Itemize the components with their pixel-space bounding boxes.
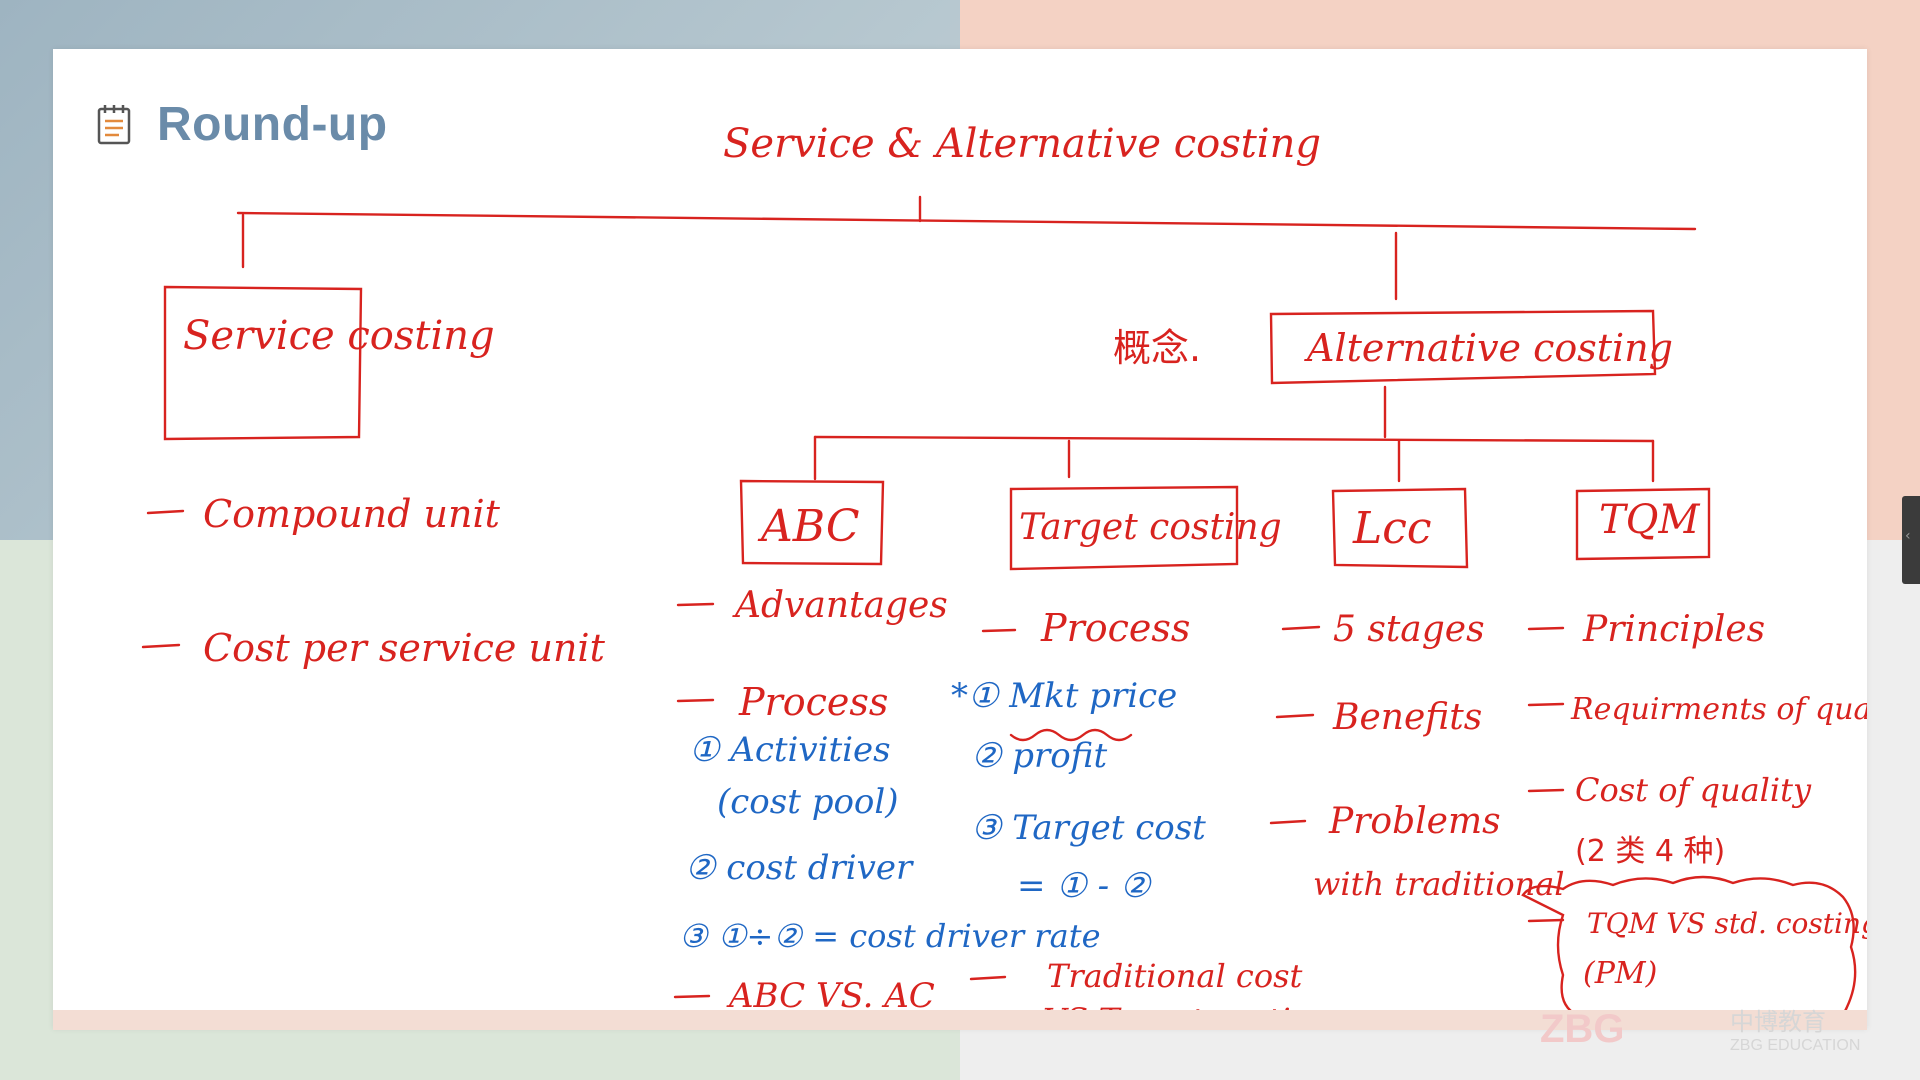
target-box-label: Target costing [1019, 507, 1282, 548]
slide-canvas: Round-up [53, 49, 1867, 1029]
lcc-box-label: Lcc [1352, 503, 1432, 554]
tqm-vs-std-costing: TQM VS std. costing [1587, 907, 1867, 940]
watermark-cn: 中博教育 [1730, 1008, 1826, 1036]
dash-tqm-vs [1527, 918, 1565, 923]
dash-abc-vs [673, 994, 711, 999]
tqm-2-types-4-kinds: (2 类 4 种) [1575, 834, 1725, 869]
dash-advantages [676, 602, 715, 607]
tqm-box-label: TQM [1599, 497, 1700, 543]
lcc-benefits: Benefits [1332, 697, 1482, 738]
service-box-label: Service costing [183, 313, 495, 359]
target-step-mkt-price: *① Mkt price [951, 676, 1177, 716]
dash-requirements [1527, 702, 1565, 707]
dash-principles [1527, 626, 1565, 631]
target-process: Process [1040, 606, 1190, 650]
dash-abc-process [676, 698, 715, 703]
handwritten-diagram: Service & Alternative costing Service co… [141, 121, 1867, 1029]
target-traditional-cost: Traditional cost [1047, 957, 1303, 995]
root-title: Service & Alternative costing [723, 121, 1321, 167]
alternative-box-outline [1269, 309, 1657, 385]
target-step-formula: = ① - ② [1017, 866, 1152, 906]
target-step-profit: ② profit [971, 736, 1107, 776]
abc-box-outline [739, 479, 885, 566]
abc-step-cost-pool: (cost pool) [717, 782, 899, 822]
abc-step-driver-rate: ③ ①÷② = cost driver rate [679, 917, 1101, 955]
lcc-problems: Problems [1328, 801, 1501, 842]
lcc-5-stages: 5 stages [1333, 609, 1485, 650]
tqm-cost-of-quality: Cost of quality [1575, 771, 1812, 809]
slide-bottom-strip [53, 1010, 1867, 1030]
dash-problems [1269, 819, 1307, 825]
lcc-with-traditional: with traditional [1313, 865, 1565, 903]
tqm-requirements: Requirments of quality [1570, 692, 1867, 727]
lcc-box-outline [1331, 487, 1469, 569]
root-horizontal-line [236, 211, 1697, 231]
alternative-box-label: Alternative costing [1304, 326, 1673, 370]
dash-5-stages [1281, 625, 1321, 631]
abc-process: Process [738, 680, 888, 724]
chevron-left-icon: ‹ [1905, 528, 1911, 544]
abc-vs-ac: ABC VS. AC [726, 976, 935, 1016]
notepad-icon [97, 104, 131, 144]
compound-unit: Compound unit [203, 492, 501, 536]
tqm-pm: (PM) [1583, 956, 1657, 991]
abc-step-cost-driver: ② cost driver [685, 848, 914, 888]
dash-traditional [969, 975, 1007, 981]
service-box-text: Service costing [183, 313, 495, 359]
tqm-box-outline [1575, 487, 1711, 561]
dash-cost-quality [1527, 788, 1565, 793]
dash-target-process [981, 628, 1017, 633]
abc-step-activities: ① Activities [689, 730, 891, 770]
target-step-target-cost: ③ Target cost [971, 808, 1206, 848]
watermark-brand: ZBG [1540, 1007, 1624, 1051]
dash-compound [146, 509, 185, 515]
dash-benefits [1275, 713, 1315, 719]
tqm-principles: Principles [1582, 609, 1765, 650]
service-box-outline [163, 285, 363, 441]
watermark-en: ZBG EDUCATION [1730, 1037, 1860, 1052]
cost-per-service-unit: Cost per service unit [203, 626, 606, 670]
target-box-outline [1009, 485, 1239, 571]
branch-horizontal-line [813, 435, 1655, 443]
abc-box-label: ABC [757, 501, 860, 552]
mkt-price-squiggle [1009, 728, 1133, 742]
zbg-education-watermark: ZBG 中博教育 ZBG EDUCATION [1540, 1007, 1860, 1052]
abc-advantages: Advantages [732, 585, 948, 626]
concept-note: 概念. [1113, 326, 1201, 370]
slide-header: Round-up [93, 97, 388, 152]
slide-title: Round-up [157, 98, 388, 151]
dash-cost-per [141, 643, 181, 649]
collapse-side-tab[interactable]: ‹ [1902, 496, 1920, 584]
